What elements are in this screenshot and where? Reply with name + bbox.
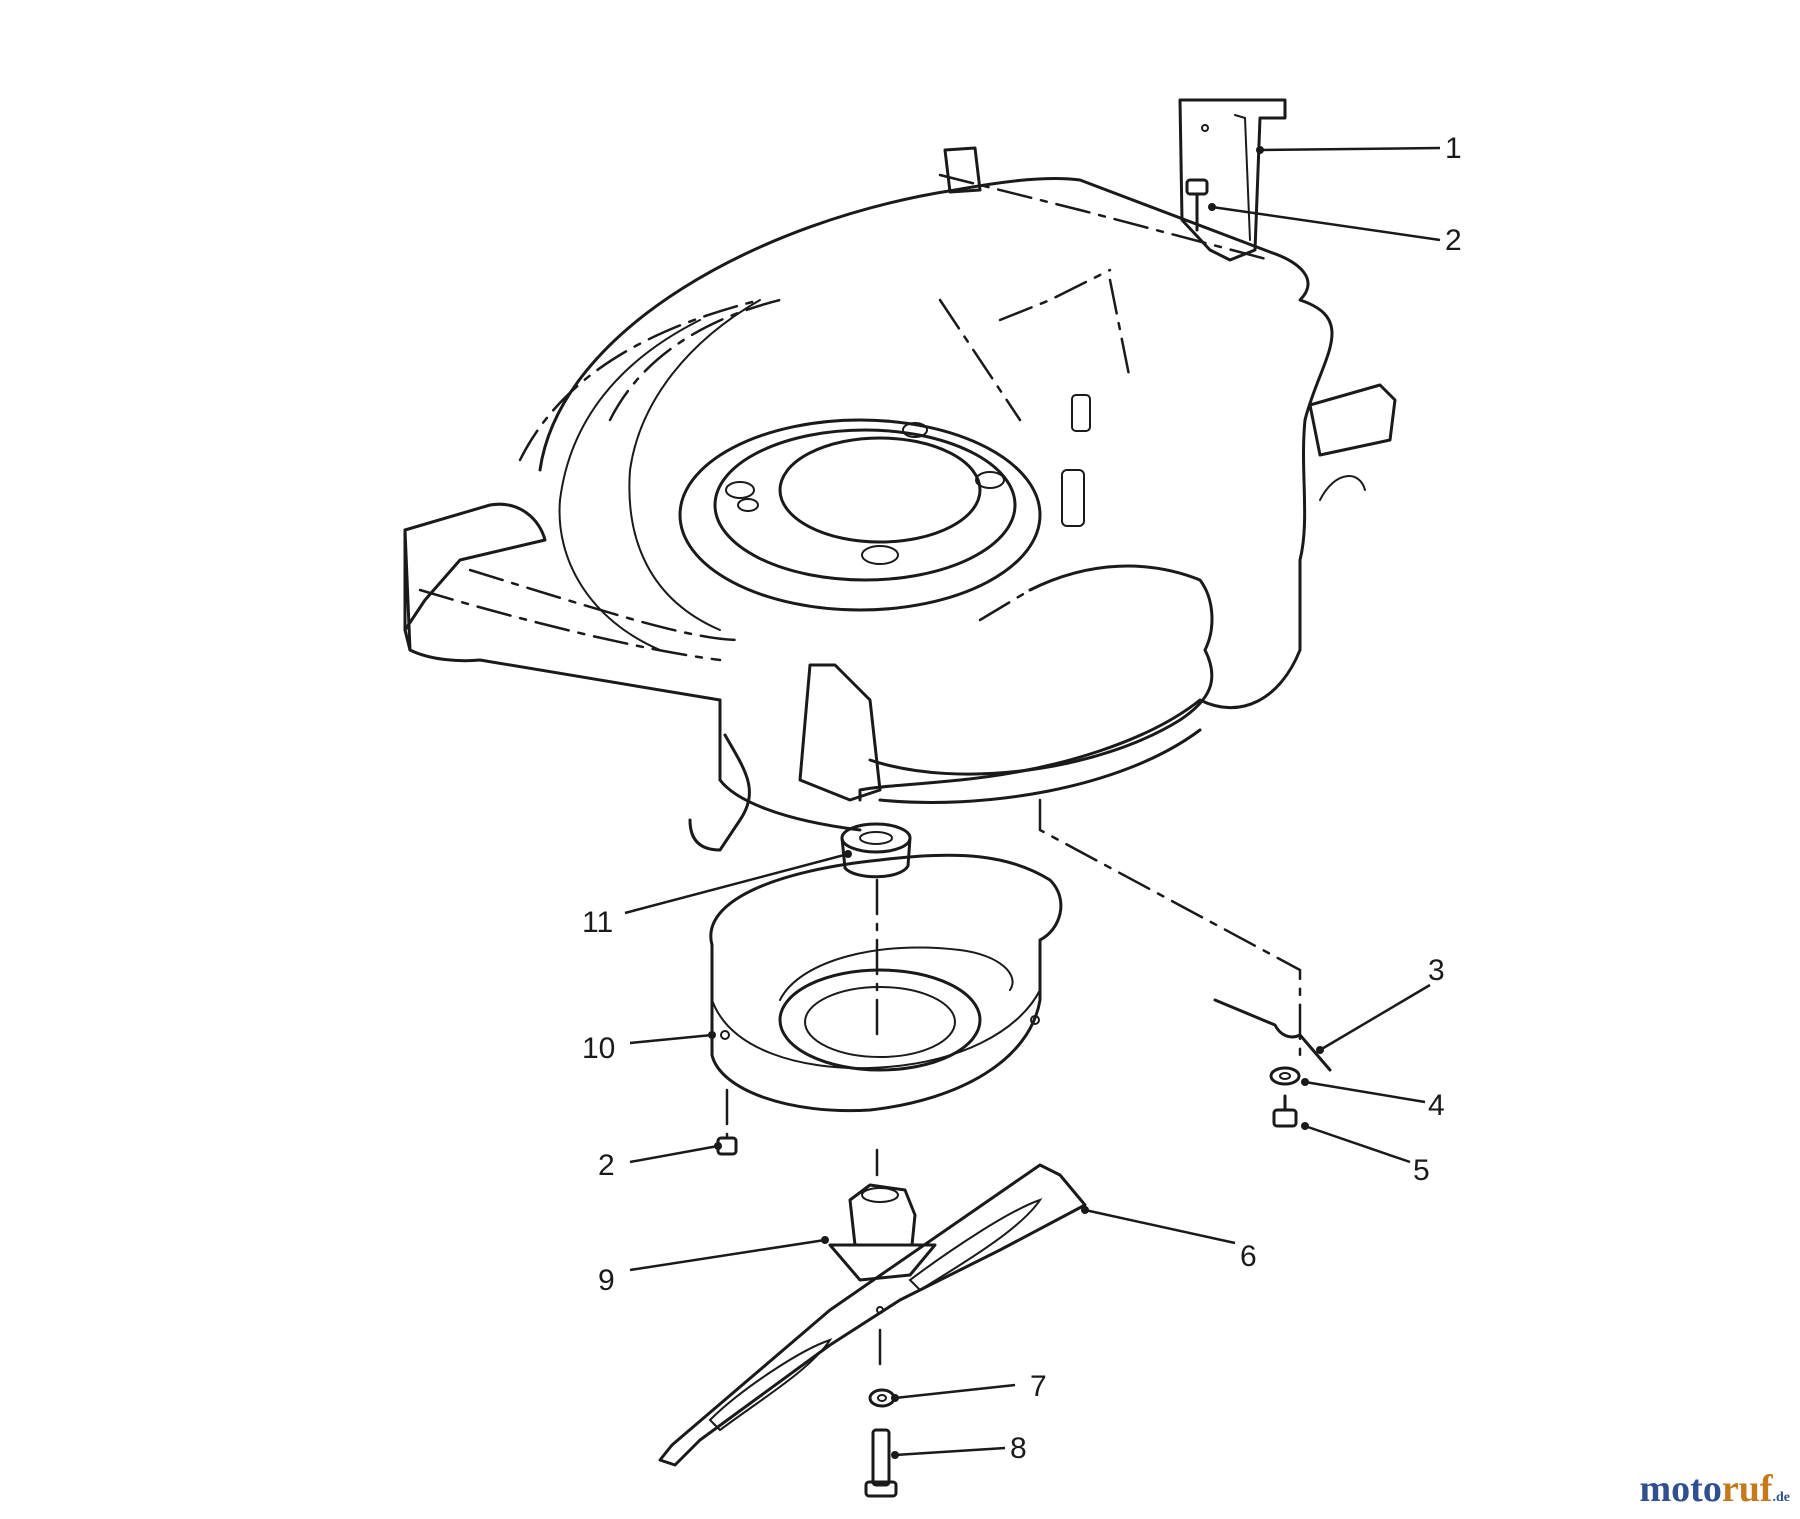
part-3-spring-clip	[1213, 998, 1332, 1072]
callout-6: 6	[1240, 1240, 1257, 1273]
callout-2-upper: 2	[1445, 224, 1462, 257]
callout-1: 1	[1445, 132, 1462, 165]
callout-5: 5	[1413, 1154, 1430, 1187]
callout-8: 8	[1010, 1432, 1027, 1465]
mower-deck-housing	[403, 146, 1397, 852]
part-9-blade-adapter	[828, 1183, 937, 1282]
callout-leaders	[624, 146, 1441, 1459]
part-8-blade-bolt	[864, 1428, 898, 1498]
callout-2-lower: 2	[598, 1149, 615, 1182]
callout-10: 10	[582, 1032, 615, 1065]
part-10-baffle-plate	[709, 853, 1063, 1113]
callout-11: 11	[582, 906, 613, 939]
part-1-bracket	[1178, 98, 1287, 262]
watermark-part2: ruf	[1721, 1468, 1773, 1510]
part-6-blade	[658, 1163, 1087, 1467]
part-2-upper-bolt	[1185, 178, 1209, 232]
callout-3: 3	[1428, 954, 1445, 987]
callout-7: 7	[1030, 1370, 1047, 1403]
part-7-washer	[868, 1388, 896, 1408]
callout-9: 9	[598, 1264, 615, 1297]
part-11-bearing	[840, 822, 912, 879]
part-5-bolt	[1272, 1094, 1298, 1128]
watermark-logo: motoruf.de	[1640, 1467, 1790, 1511]
watermark-part1: moto	[1639, 1468, 1722, 1510]
callout-labels: 1 2 2 3 4 5 6 7 8 9 10 11	[582, 132, 1462, 1465]
callout-4: 4	[1428, 1089, 1445, 1122]
watermark-suffix: .de	[1772, 1490, 1791, 1505]
part-4-washer	[1269, 1066, 1301, 1086]
